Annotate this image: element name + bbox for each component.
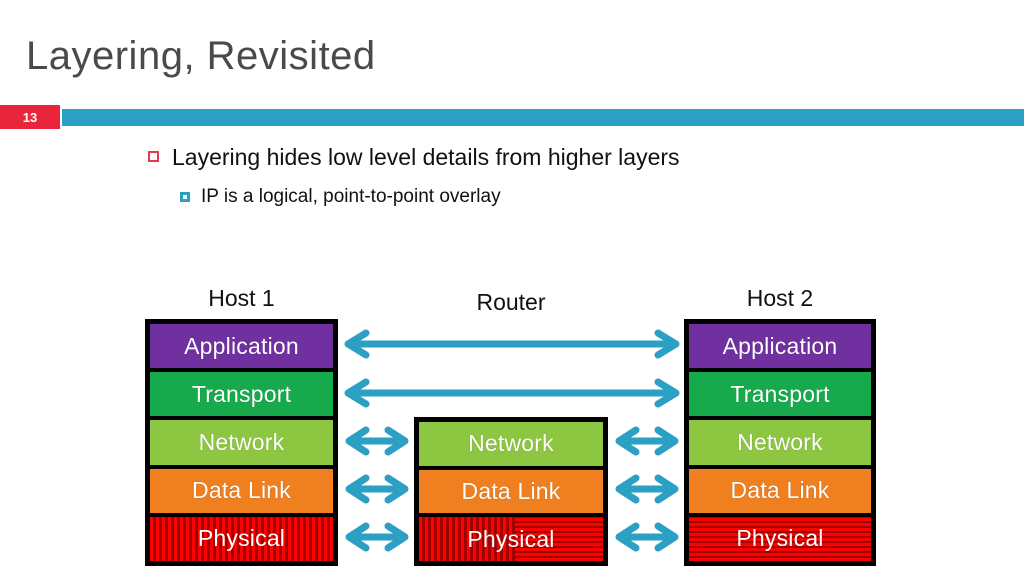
column-label-router: Router	[476, 289, 546, 315]
arrow-physical-host1-router	[345, 522, 409, 552]
layer-label: Physical	[197, 525, 286, 552]
arrow-application-end-to-end	[344, 329, 680, 359]
layer-label: Application	[184, 332, 299, 359]
layer-host2-physical[interactable]: Physical	[689, 516, 871, 562]
slide-number-text: 13	[22, 109, 38, 125]
layer-host2-data-link[interactable]: Data Link	[689, 468, 871, 517]
layer-label: Data Link	[730, 477, 830, 504]
teal-square-bullet-icon	[180, 192, 190, 202]
bullet-item-level2: IP is a logical, point-to-point overlay	[180, 186, 501, 208]
accent-bar	[62, 109, 1024, 126]
layer-label: Transport	[191, 380, 292, 407]
layer-host1-physical[interactable]: Physical	[150, 516, 333, 562]
arrow-physical-router-host2	[615, 522, 679, 552]
layer-host1-application[interactable]: Application	[150, 324, 333, 373]
layer-label: Data Link	[192, 477, 291, 504]
stack-router: Network Data Link Physical	[414, 417, 608, 566]
stack-host2: Application Transport Network Data Link …	[684, 319, 876, 566]
column-label-host1: Host 1	[208, 285, 275, 311]
layer-label: Application	[722, 332, 838, 359]
layer-label: Physical	[736, 525, 824, 552]
stack-host1: Application Transport Network Data Link …	[145, 319, 338, 566]
layer-label: Network	[198, 429, 285, 455]
arrow-transport-end-to-end	[344, 378, 680, 408]
layer-label: Transport	[730, 380, 830, 407]
layer-label: Network	[737, 429, 823, 455]
layer-router-physical[interactable]: Physical	[419, 517, 603, 562]
bullet-level1-label: Layering hides low level details from hi…	[172, 144, 680, 170]
slide-number-badge: 13	[0, 105, 60, 129]
layer-host1-data-link[interactable]: Data Link	[150, 468, 333, 517]
hollow-square-bullet-icon	[148, 151, 159, 162]
layer-label: Network	[468, 430, 554, 457]
layer-router-data-link[interactable]: Data Link	[419, 469, 603, 518]
page-title: Layering, Revisited	[26, 34, 376, 78]
arrow-datalink-router-host2	[615, 474, 679, 504]
layer-host2-application[interactable]: Application	[689, 324, 871, 373]
arrow-network-host1-router	[345, 426, 409, 456]
layer-host2-transport[interactable]: Transport	[689, 372, 871, 421]
layer-label: Physical	[467, 525, 555, 552]
arrow-datalink-host1-router	[345, 474, 409, 504]
layer-host1-transport[interactable]: Transport	[150, 372, 333, 421]
arrow-network-router-host2	[615, 426, 679, 456]
column-label-host2: Host 2	[746, 285, 814, 311]
layer-host2-network[interactable]: Network	[689, 420, 871, 469]
bullet-level2-label: IP is a logical, point-to-point overlay	[201, 186, 501, 207]
bullet-item-level1: Layering hides low level details from hi…	[148, 144, 680, 171]
layer-router-network[interactable]: Network	[419, 422, 603, 470]
layer-host1-network[interactable]: Network	[150, 420, 333, 469]
layer-label: Data Link	[461, 478, 561, 504]
